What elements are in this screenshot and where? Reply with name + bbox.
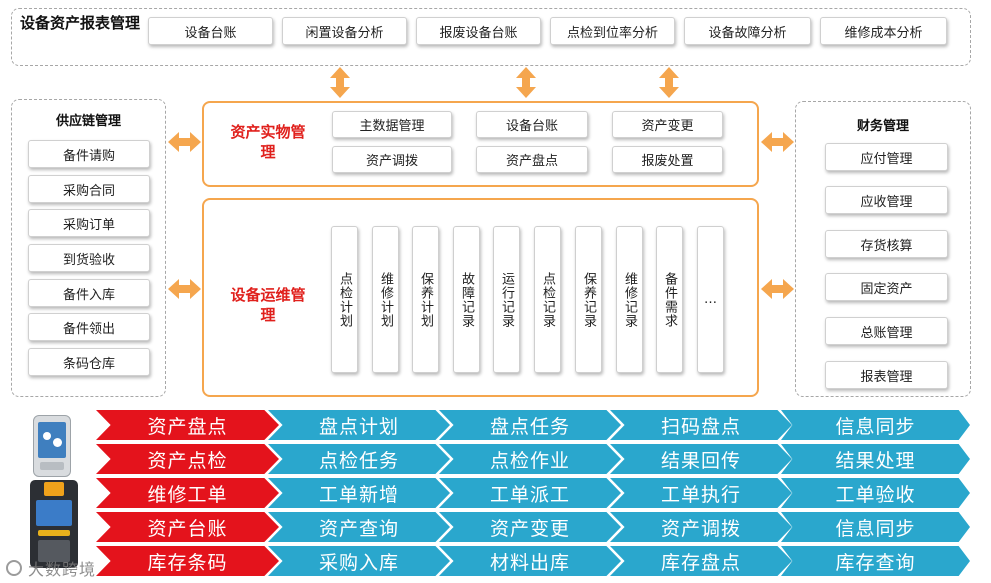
supply-receiving-button[interactable]: 到货验收	[28, 244, 150, 272]
rugged-scanner-image	[30, 480, 78, 568]
ops-column-label: 点检记录	[540, 271, 555, 328]
report-inspection-rate-button[interactable]: 点检到位率分析	[550, 17, 675, 45]
asset-equipment-ledger-button[interactable]: 设备台账	[476, 111, 588, 138]
finance-receivable-button[interactable]: 应收管理	[825, 186, 948, 214]
ops-column-label: …	[703, 291, 718, 308]
flow-step-5-4[interactable]: 库存查询	[781, 546, 970, 576]
flow-step-1-1[interactable]: 盘点计划	[268, 410, 450, 440]
flow-step-5-1[interactable]: 采购入库	[268, 546, 450, 576]
supply-barcode-warehouse-button[interactable]: 条码仓库	[28, 348, 150, 376]
flow-step-3-1[interactable]: 工单新增	[268, 478, 450, 508]
arrow-report-asset-2	[516, 67, 536, 98]
asset-management-title: 资产实物管理	[230, 123, 306, 161]
arrow-ops-finance	[761, 279, 794, 299]
flow-head-5[interactable]: 库存条码	[96, 546, 279, 576]
flow-head-4[interactable]: 资产台账	[96, 512, 279, 542]
flow-step-4-1[interactable]: 资产查询	[268, 512, 450, 542]
arrow-report-asset-3	[659, 67, 679, 98]
finance-title: 财务管理	[856, 119, 909, 134]
flow-step-2-2[interactable]: 点检作业	[439, 444, 621, 474]
flow-step-1-3[interactable]: 扫码盘点	[610, 410, 792, 440]
ops-column-label: 备件需求	[662, 271, 677, 328]
asset-transfer-button[interactable]: 资产调拨	[332, 146, 452, 173]
ops-column-9[interactable]: 备件需求	[656, 226, 683, 373]
flow-head-2[interactable]: 资产点检	[96, 444, 279, 474]
ops-column-label: 保养记录	[581, 271, 596, 328]
asset-inventory-button[interactable]: 资产盘点	[476, 146, 588, 173]
ops-column-6[interactable]: 点检记录	[534, 226, 561, 373]
flow-step-3-2[interactable]: 工单派工	[439, 478, 621, 508]
ops-column-label: 保养计划	[418, 271, 433, 328]
ops-column-2[interactable]: 维修计划	[372, 226, 399, 373]
arrow-report-asset-1	[330, 67, 350, 98]
flow-step-2-1[interactable]: 点检任务	[268, 444, 450, 474]
ops-column-3[interactable]: 保养计划	[412, 226, 439, 373]
finance-inventory-accounting-button[interactable]: 存货核算	[825, 230, 948, 258]
ops-column-10[interactable]: …	[697, 226, 724, 373]
flow-head-1[interactable]: 资产盘点	[96, 410, 279, 440]
ops-column-5[interactable]: 运行记录	[493, 226, 520, 373]
ops-column-label: 点检计划	[337, 271, 352, 328]
ops-column-label: 运行记录	[499, 271, 514, 328]
finance-payable-button[interactable]: 应付管理	[825, 143, 948, 171]
ops-column-label: 故障记录	[459, 271, 474, 328]
asset-change-button[interactable]: 资产变更	[612, 111, 723, 138]
arrow-supply-asset	[168, 132, 201, 152]
asset-scrap-disposal-button[interactable]: 报废处置	[612, 146, 723, 173]
report-equipment-ledger-button[interactable]: 设备台账	[148, 17, 273, 45]
finance-fixed-assets-button[interactable]: 固定资产	[825, 273, 948, 301]
flow-step-1-2[interactable]: 盘点任务	[439, 410, 621, 440]
supply-spare-inbound-button[interactable]: 备件入库	[28, 279, 150, 307]
arrow-supply-ops	[168, 279, 201, 299]
flow-step-4-2[interactable]: 资产变更	[439, 512, 621, 542]
ops-column-8[interactable]: 维修记录	[616, 226, 643, 373]
ops-column-label: 维修计划	[378, 271, 393, 328]
finance-reports-button[interactable]: 报表管理	[825, 361, 948, 389]
report-management-title: 设备资产报表管理	[20, 14, 141, 32]
asset-master-data-button[interactable]: 主数据管理	[332, 111, 452, 138]
report-repair-cost-button[interactable]: 维修成本分析	[820, 17, 947, 45]
watermark-logo: 大数跨境	[6, 557, 146, 579]
ops-column-4[interactable]: 故障记录	[453, 226, 480, 373]
flow-step-4-3[interactable]: 资产调拨	[610, 512, 792, 542]
supply-chain-title: 供应链管理	[55, 114, 121, 129]
flow-step-4-4[interactable]: 信息同步	[781, 512, 970, 542]
flow-head-3[interactable]: 维修工单	[96, 478, 279, 508]
ops-management-title: 设备运维管理	[230, 286, 306, 324]
handheld-phone-image	[33, 415, 71, 477]
flow-step-3-3[interactable]: 工单执行	[610, 478, 792, 508]
supply-purchase-order-button[interactable]: 采购订单	[28, 209, 150, 237]
supply-purchase-contract-button[interactable]: 采购合同	[28, 175, 150, 203]
report-idle-equipment-button[interactable]: 闲置设备分析	[282, 17, 407, 45]
watermark-text: 大数跨境	[28, 560, 97, 579]
arrow-asset-finance	[761, 132, 794, 152]
flow-step-3-4[interactable]: 工单验收	[781, 478, 970, 508]
report-scrapped-ledger-button[interactable]: 报废设备台账	[416, 17, 541, 45]
ops-column-label: 维修记录	[622, 271, 637, 328]
flow-step-1-4[interactable]: 信息同步	[781, 410, 970, 440]
report-fault-analysis-button[interactable]: 设备故障分析	[684, 17, 811, 45]
ops-column-1[interactable]: 点检计划	[331, 226, 358, 373]
supply-spare-request-button[interactable]: 备件请购	[28, 140, 150, 168]
ops-column-7[interactable]: 保养记录	[575, 226, 602, 373]
watermark-icon	[6, 560, 22, 576]
finance-general-ledger-button[interactable]: 总账管理	[825, 317, 948, 345]
flow-step-2-3[interactable]: 结果回传	[610, 444, 792, 474]
supply-spare-outbound-button[interactable]: 备件领出	[28, 313, 150, 341]
flow-step-5-2[interactable]: 材料出库	[439, 546, 621, 576]
flow-step-5-3[interactable]: 库存盘点	[610, 546, 792, 576]
flow-step-2-4[interactable]: 结果处理	[781, 444, 970, 474]
